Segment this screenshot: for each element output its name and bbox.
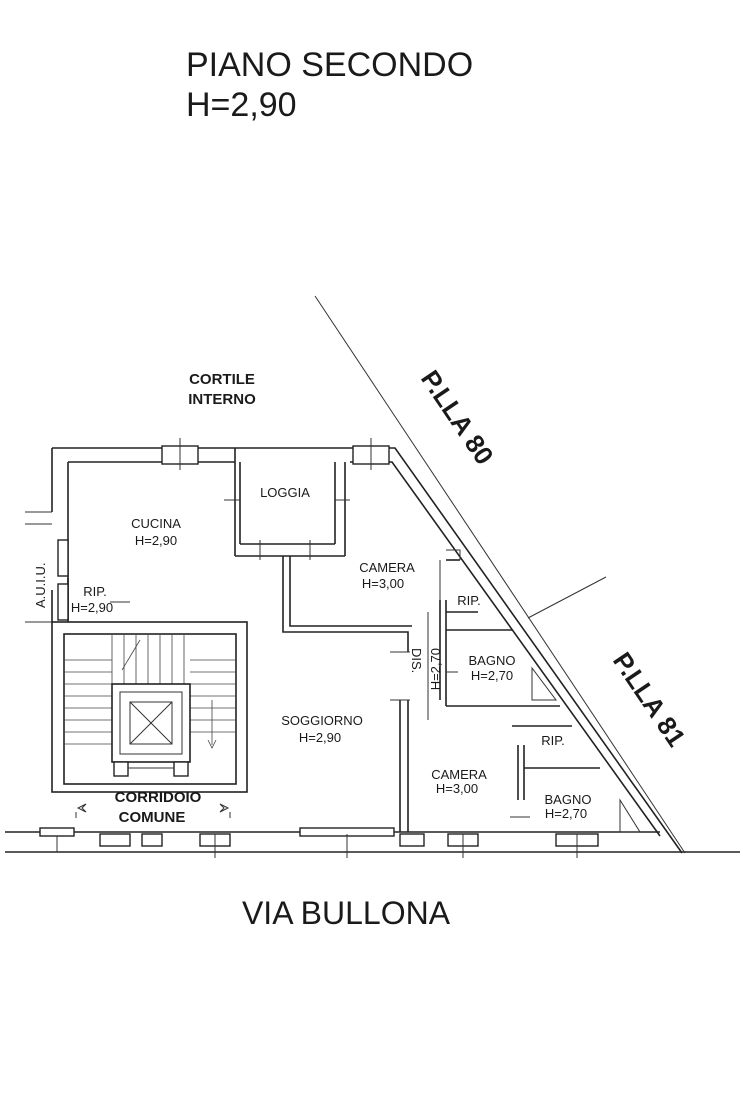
corridor-label-line1: CORRIDOIO [115,789,202,806]
parcel-80-label: P.LLA 80 [415,365,500,470]
camera2-label: CAMERA [431,767,487,782]
camera2-height: H=3,00 [436,781,478,796]
floor-title: PIANO SECONDO [186,46,473,84]
bagno1-height: H=2,70 [471,668,513,683]
parcel-divider-line [527,576,607,619]
street-name: VIA BULLONA [242,895,451,931]
bagno1-label: BAGNO [469,653,516,668]
bagno2-height: H=2,70 [545,806,587,821]
building-perimeter [5,438,740,854]
corridor-label-line2: COMUNE [119,809,186,826]
dis-label: DIS. [409,648,424,673]
corridor-door-markers [75,803,231,818]
rip1-label: RIP. [457,593,481,608]
camera1-height: H=3,00 [362,576,404,591]
rip2-label: RIP. [541,733,565,748]
stairwell [51,621,248,793]
parcel-81-label: P.LLA 81 [607,647,692,752]
street-windows [39,827,599,858]
interior-walls [282,549,641,833]
bagno2-label: BAGNO [545,792,592,807]
soggiorno-height: H=2,90 [299,730,341,745]
loggia-label: LOGGIA [260,485,310,500]
camera1-label: CAMERA [359,560,415,575]
rip-cucina-walls [57,539,130,621]
dis-height: H=2,70 [428,648,443,690]
rip-cucina-height: H=2,90 [71,600,113,615]
aui-label: A.U.I.U. [33,562,48,608]
rip-cucina-label: RIP. [83,584,107,599]
cucina-height: H=2,90 [135,533,177,548]
floor-height: H=2,90 [186,86,297,124]
parcel-boundary-line [314,295,686,854]
loggia-walls [224,448,350,560]
cucina-label: CUCINA [131,516,181,531]
courtyard-label-line2: INTERNO [188,391,256,408]
soggiorno-label: SOGGIORNO [281,713,363,728]
courtyard-label-line1: CORTILE [189,371,255,388]
